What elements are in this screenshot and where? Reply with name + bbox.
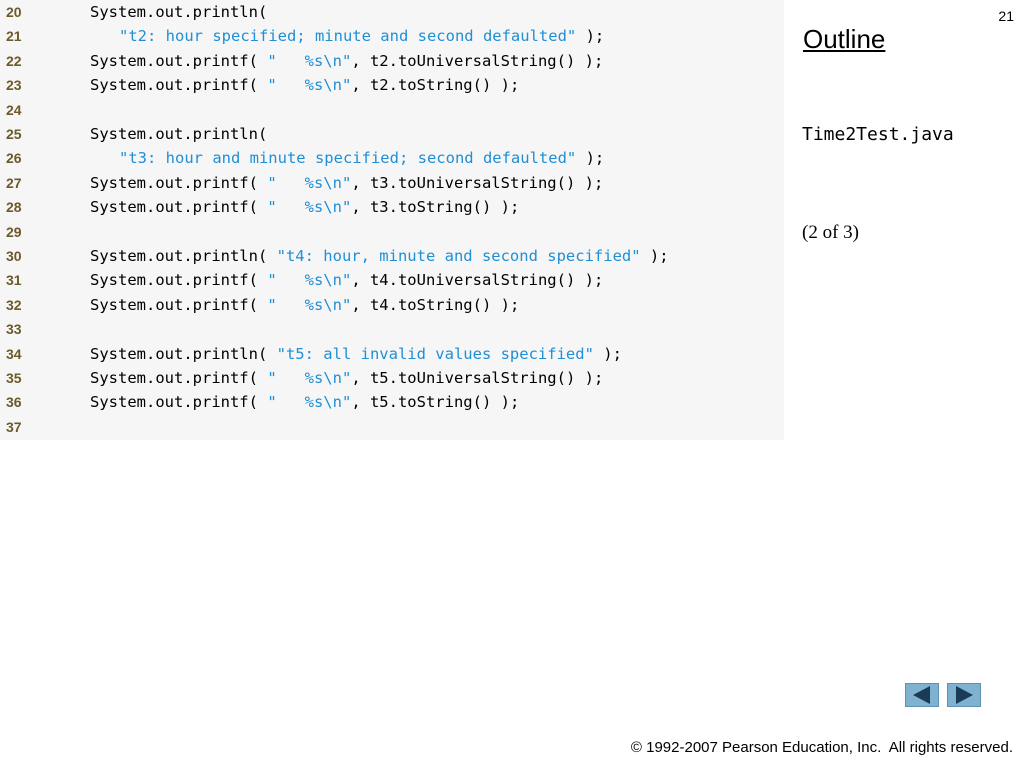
code-token: , t4.toUniversalString() ); [351, 271, 604, 290]
code-text: System.out.printf( " %s\n", t4.toString(… [90, 293, 519, 317]
code-token: System.out.println( [90, 344, 277, 363]
string-literal: " %s\n" [267, 393, 352, 412]
part-label: (2 of 3) [802, 222, 859, 243]
code-line: 20 System.out.println( [0, 0, 784, 24]
string-literal: " %s\n" [267, 369, 352, 387]
line-number: 22 [6, 52, 22, 69]
line-number: 20 [6, 4, 22, 20]
code-line: 35 System.out.printf( " %s\n", t5.toUnive… [0, 366, 784, 390]
string-literal: " %s\n" [267, 173, 352, 192]
code-line: 27 System.out.printf( " %s\n", t3.toUnive… [0, 171, 784, 195]
code-token: System.out.println( [90, 125, 268, 143]
code-text: System.out.printf( " %s\n", t2.toUnivers… [90, 49, 603, 73]
line-number: 26 [6, 150, 22, 167]
code-text: System.out.println( "t5: all invalid val… [90, 342, 622, 366]
line-number: 37 [6, 418, 22, 435]
string-literal: " %s\n" [267, 295, 352, 314]
string-literal: "t4: hour, minute and second specified" [276, 247, 641, 265]
line-number: 31 [6, 272, 22, 289]
code-text: "t2: hour specified; minute and second d… [119, 24, 604, 48]
page-number: 21 [998, 8, 1014, 24]
string-literal: " %s\n" [267, 198, 352, 217]
string-literal: " %s\n" [267, 51, 352, 70]
line-number: 28 [6, 199, 22, 216]
code-line: 22 System.out.printf( " %s\n", t2.toUnive… [0, 49, 784, 73]
outline-heading: Outline [803, 24, 886, 54]
code-token: System.out.printf( [90, 369, 268, 387]
code-token: System.out.printf( [90, 76, 268, 95]
line-number: 33 [6, 321, 22, 338]
next-slide-button[interactable] [947, 683, 981, 707]
code-token: System.out.printf( [90, 51, 268, 70]
code-line: 37 [0, 415, 784, 439]
code-token: System.out.println( [90, 247, 277, 265]
code-line: 23 System.out.printf( " %s\n", t2.toStrin… [0, 73, 784, 97]
line-number: 21 [6, 28, 22, 45]
code-token: System.out.printf( [90, 271, 268, 290]
code-line: 33 [0, 317, 784, 341]
line-number: 34 [6, 345, 22, 362]
code-text: System.out.printf( " %s\n", t3.toString(… [90, 195, 519, 219]
code-text: System.out.println( [90, 122, 267, 146]
code-token: , t5.toString() ); [351, 393, 520, 412]
code-text: System.out.printf( " %s\n", t2.toString(… [90, 73, 519, 97]
copyright-notice: © 1992-2007 Pearson Education, Inc. All … [630, 739, 1013, 756]
left-triangle-icon [913, 686, 930, 704]
code-text: System.out.printf( " %s\n", t5.toUnivers… [90, 366, 603, 390]
string-literal: " %s\n" [267, 271, 352, 290]
line-number: 35 [6, 370, 22, 386]
string-literal: " %s\n" [267, 76, 352, 95]
code-line: 29 [0, 220, 784, 244]
line-number: 29 [6, 223, 22, 240]
code-text: System.out.printf( " %s\n", t3.toUnivers… [90, 171, 603, 195]
code-token: System.out.printf( [90, 393, 268, 412]
string-literal: "t2: hour specified; minute and second d… [119, 27, 577, 46]
file-name-label: Time2Test.java [802, 124, 954, 145]
code-line: 21 "t2: hour specified; minute and second… [0, 24, 784, 48]
code-token: ); [593, 344, 622, 363]
code-line: 31 System.out.printf( " %s\n", t4.toUnive… [0, 268, 784, 292]
code-token: , t2.toString() ); [351, 76, 520, 95]
code-line: 36 System.out.printf( " %s\n", t5.toStrin… [0, 390, 784, 414]
line-number: 30 [6, 248, 22, 264]
line-number: 24 [6, 101, 22, 118]
code-token: System.out.printf( [90, 198, 268, 217]
string-literal: "t3: hour and minute specified; second d… [119, 149, 577, 168]
code-text: "t3: hour and minute specified; second d… [119, 146, 604, 170]
right-triangle-icon [956, 686, 973, 704]
code-token: System.out.printf( [90, 173, 268, 192]
line-number: 36 [6, 394, 22, 411]
code-line: 24 [0, 98, 784, 122]
code-token: System.out.println( [90, 3, 268, 21]
code-text: System.out.println( [90, 0, 267, 24]
code-text: System.out.printf( " %s\n", t4.toUnivers… [90, 268, 603, 292]
code-token: , t3.toString() ); [351, 198, 520, 217]
code-line: 25 System.out.println( [0, 122, 784, 146]
code-token: ); [576, 27, 605, 46]
line-number: 23 [6, 77, 22, 94]
code-line: 30 System.out.println( "t4: hour, minute … [0, 244, 784, 268]
code-line: 32 System.out.printf( " %s\n", t4.toStrin… [0, 293, 784, 317]
code-token: , t2.toUniversalString() ); [351, 51, 604, 70]
code-line: 26 "t3: hour and minute specified; second… [0, 146, 784, 170]
code-token: System.out.printf( [90, 295, 268, 314]
code-line: 28 System.out.printf( " %s\n", t3.toStrin… [0, 195, 784, 219]
code-line: 34 System.out.println( "t5: all invalid v… [0, 342, 784, 366]
code-token: ); [576, 149, 605, 168]
code-text: System.out.println( "t4: hour, minute an… [90, 244, 669, 268]
string-literal: "t5: all invalid values specified" [276, 344, 594, 363]
code-text: System.out.printf( " %s\n", t5.toString(… [90, 390, 519, 414]
code-token: ); [640, 247, 669, 265]
line-number: 25 [6, 126, 22, 142]
code-token: , t3.toUniversalString() ); [351, 173, 604, 192]
previous-slide-button[interactable] [905, 683, 939, 707]
line-number: 32 [6, 296, 22, 313]
code-token: , t5.toUniversalString() ); [351, 369, 604, 387]
code-token: , t4.toString() ); [351, 295, 520, 314]
line-number: 27 [6, 174, 22, 191]
